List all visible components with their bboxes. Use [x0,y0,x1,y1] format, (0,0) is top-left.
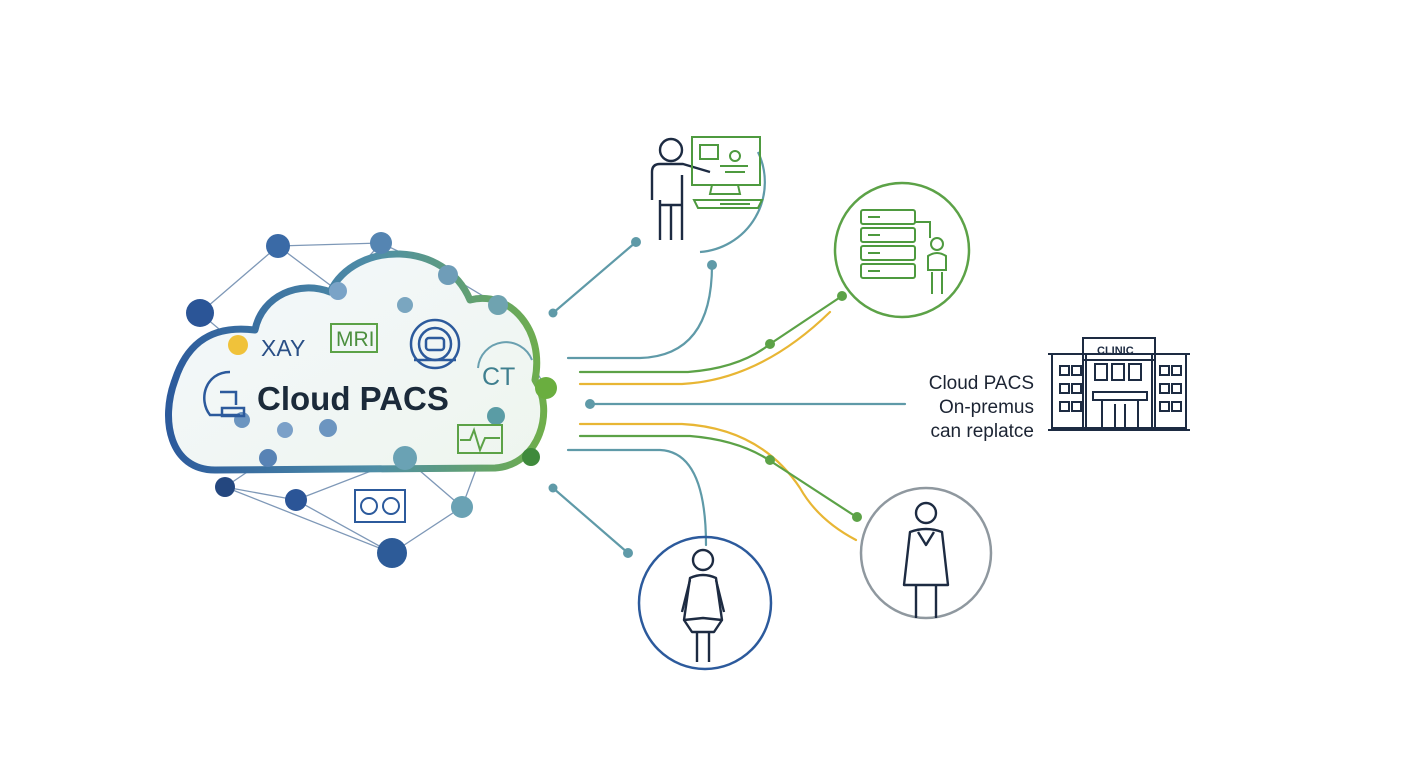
mri-badge: MRI [330,323,378,353]
line-to-server-green [578,294,844,374]
mri-label: MRI [336,328,375,351]
doctor-ring-arc [699,151,766,254]
mri-scanner-icon [409,318,461,370]
line-to-person-right-green [578,434,860,520]
xray-machine-icon [203,370,246,418]
cloud-title: Cloud PACS [257,380,449,417]
brain-scan-icon [354,489,406,523]
line-dotted-person-center [551,486,630,555]
patient-man-ring [859,486,993,620]
line-dotted-doctor [551,240,638,315]
ct-badge: CT [477,341,533,391]
caption-line-1: Cloud PACS [928,373,1034,394]
ct-label: CT [482,363,515,391]
xray-label: XAY [261,335,305,361]
clinic-sign: CLINIC [1097,345,1134,357]
connector-lines [551,240,907,555]
caption-line-2: On-premus [938,397,1034,418]
caption-text: Cloud PACS On-premus can replatce [896,372,1034,444]
clinic-building-icon: CLINIC [1048,337,1190,431]
line-to-doctor [566,263,714,360]
patient-man-icon [859,486,993,620]
server-ring [833,181,971,319]
patient-woman-ring [637,535,773,671]
line-to-person-center [566,448,708,547]
ecg-monitor-icon [457,424,503,454]
cloud-content: Cloud PACS XAY MRI CT [203,318,533,523]
network-nodes [186,232,557,568]
line-to-server-yellow [578,310,832,386]
line-to-person-right-yellow [578,422,858,542]
cloud-shape [165,250,548,474]
server-icon [833,181,971,319]
caption-line-3: can replatce [930,421,1034,442]
doctor-workstation-icon [650,136,766,254]
connector-dots [548,237,862,558]
patient-woman-icon [637,535,773,671]
